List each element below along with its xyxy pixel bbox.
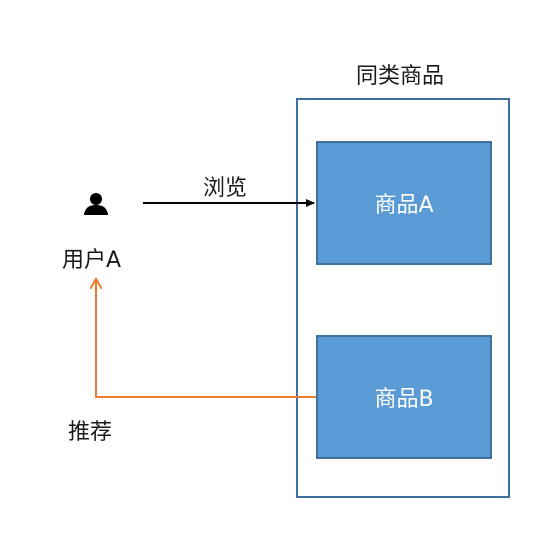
browse-edge-label: 浏览 — [203, 176, 248, 201]
user-a-label: 用户A — [62, 248, 122, 273]
recommend-edge-label: 推荐 — [68, 420, 113, 445]
user-icon — [84, 193, 108, 215]
recommend-arrow — [96, 280, 316, 398]
group-title: 同类商品 — [356, 64, 445, 89]
product-a-label: 商品A — [374, 193, 434, 218]
product-b-box: 商品B — [316, 335, 492, 459]
product-b-label: 商品B — [374, 387, 434, 412]
product-a-box: 商品A — [316, 141, 492, 265]
